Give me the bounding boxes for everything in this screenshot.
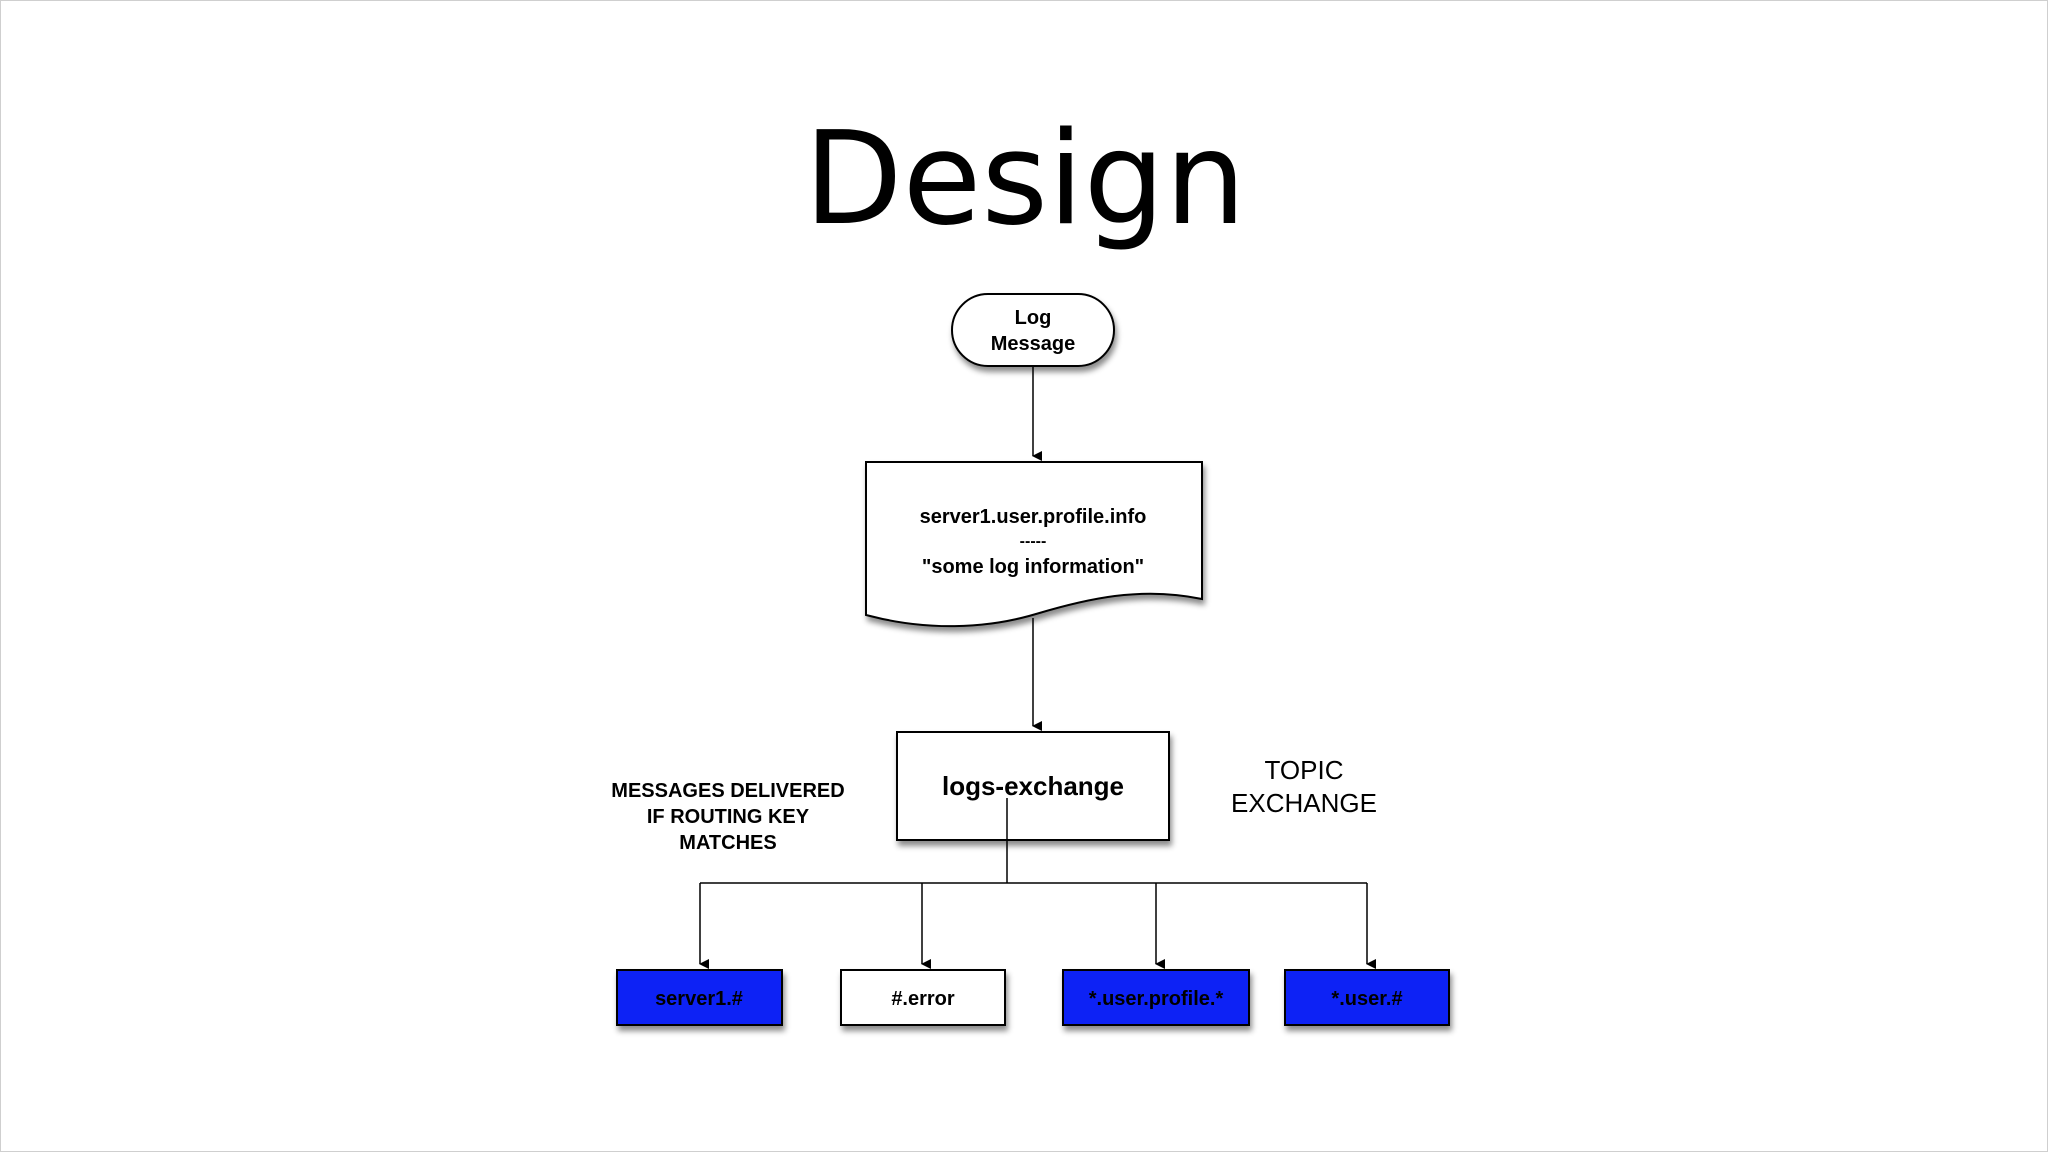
routing-connectors (699, 798, 1376, 969)
message-body-text: "some log information" (922, 556, 1144, 578)
exchange-type-line2: EXCHANGE (1231, 788, 1377, 818)
log-message-node: Log Message (951, 293, 1115, 367)
exchange-name: logs-exchange (942, 771, 1124, 801)
note-line1: MESSAGES DELIVERED (611, 780, 844, 802)
note-line3: MATCHES (679, 832, 776, 854)
binding-server1: server1.# (616, 969, 783, 1026)
message-separator: ----- (1020, 533, 1047, 550)
exchange-type-line1: TOPIC (1265, 755, 1344, 785)
binding-label: server1.# (655, 988, 743, 1010)
binding-label: #.error (891, 988, 955, 1010)
log-message-line2: Message (991, 333, 1076, 355)
binding-error: #.error (840, 969, 1006, 1026)
binding-label: *.user.profile.* (1089, 988, 1224, 1010)
log-message-line1: Log (1015, 307, 1052, 329)
message-document-node: server1.user.profile.info ----- "some lo… (865, 461, 1203, 628)
exchange-node: logs-exchange (896, 731, 1170, 841)
binding-user-profile: *.user.profile.* (1062, 969, 1250, 1026)
routing-key-text: server1.user.profile.info (920, 506, 1147, 528)
note-line2: IF ROUTING KEY (647, 806, 810, 828)
binding-user: *.user.# (1284, 969, 1450, 1026)
slide-title: Design (804, 105, 1246, 254)
binding-label: *.user.# (1331, 988, 1402, 1010)
